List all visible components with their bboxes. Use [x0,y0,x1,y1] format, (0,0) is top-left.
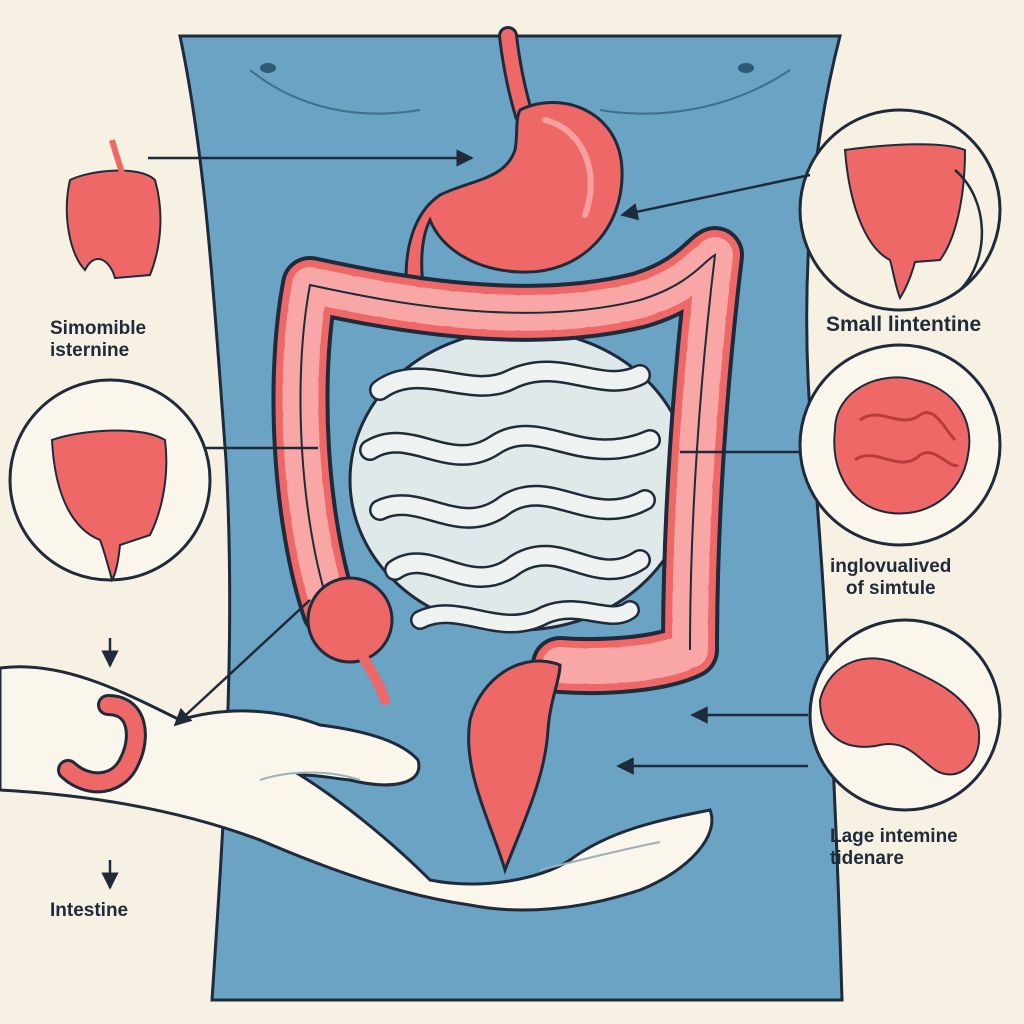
appendix [357,650,390,705]
hand-illustration [0,665,714,912]
label-left-top-line1: Simomible [50,318,147,339]
arrow-to-stomach-right [620,173,811,221]
label-right-bottom: Lage intemine tidenare [830,826,958,870]
nipple-left [260,63,276,73]
arrow-to-hand [173,599,311,727]
small-intestine [348,328,692,634]
label-right-top-line1: Small lintentine [826,313,982,336]
label-right-bottom-line1: Lage intemine [830,826,958,847]
stomach [404,101,624,302]
label-right-middle: inglovualived of simtule [830,556,951,600]
rectum [467,659,562,875]
nipple-right [738,63,754,73]
mini-intestine-right-top [843,143,967,301]
mini-intestine-left-inset [50,429,168,583]
label-right-top: Small lintentine [826,313,981,337]
label-right-bottom-line2: tidenare [830,847,904,869]
cecum [306,576,394,664]
mini-large-intestine-right [818,657,981,776]
mini-appendix-hook [57,694,147,794]
leader-right-top [954,169,984,291]
label-right-middle-line1: inglovualived [830,556,952,577]
label-right-middle-line2: of simtule [845,577,936,599]
mini-intestine-top-left [65,139,162,280]
mini-small-intestine-right [833,376,971,515]
label-left-bottom-line1: Intestine [50,900,129,921]
label-left-top: Simomible isternine [50,318,146,362]
label-left-top-line2: isternine [50,339,130,361]
label-left-bottom: Intestine [50,900,128,922]
large-intestine [271,226,744,875]
